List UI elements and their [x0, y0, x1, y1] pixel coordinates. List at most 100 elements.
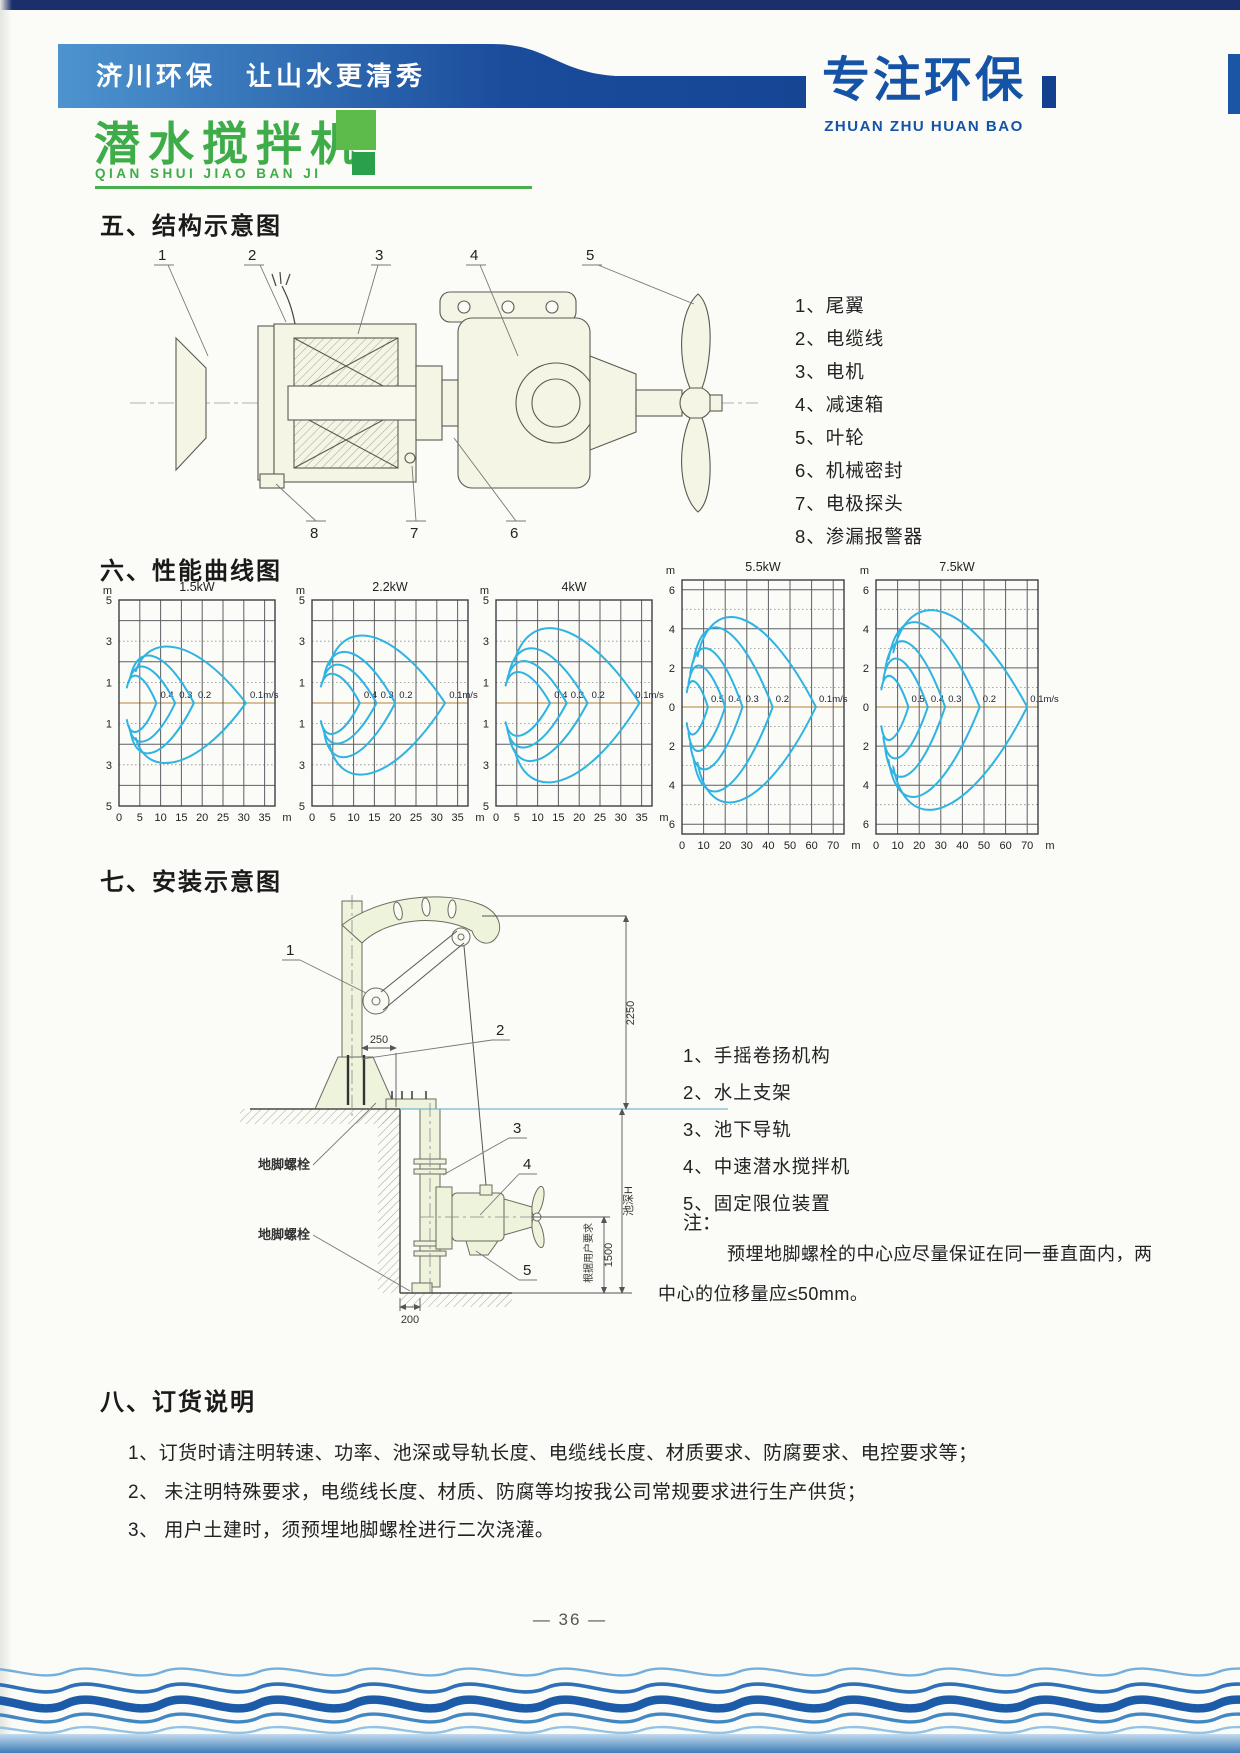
- svg-text:15: 15: [175, 812, 187, 824]
- svg-text:2: 2: [669, 741, 675, 753]
- svg-text:35: 35: [635, 812, 647, 824]
- svg-text:1: 1: [483, 677, 489, 689]
- svg-text:0.3: 0.3: [571, 690, 584, 701]
- ordering-item-3: 3、 用户土建时，须预埋地脚螺栓进行二次浇灌。: [128, 1520, 555, 1541]
- floor-hatch: [400, 1293, 512, 1307]
- section-ordering-heading: 八、订货说明: [100, 1389, 256, 1416]
- install-callout-leaders: [282, 959, 537, 1292]
- callout-leaders: [154, 264, 695, 522]
- svg-text:0.1m/s: 0.1m/s: [449, 690, 478, 701]
- tail-fin: [175, 336, 207, 472]
- svg-text:5: 5: [137, 812, 143, 824]
- dimension-lines: [361, 915, 632, 1311]
- ground-hatch: [240, 1109, 400, 1124]
- svg-text:2: 2: [669, 663, 675, 675]
- svg-text:4: 4: [863, 780, 869, 792]
- callout-2: 2: [248, 247, 256, 264]
- propeller-blade-bottom: [681, 417, 711, 513]
- svg-text:20: 20: [719, 840, 731, 852]
- svg-text:2: 2: [863, 663, 869, 675]
- svg-text:0.2: 0.2: [198, 690, 211, 701]
- plate-bolts: [391, 1091, 427, 1099]
- pool-outline: [250, 1108, 512, 1294]
- svg-text:70: 70: [1021, 840, 1033, 852]
- svg-text:0.4: 0.4: [931, 694, 944, 705]
- svg-text:1: 1: [483, 719, 489, 731]
- legend-item: 4、中速潜水搅拌机: [683, 1156, 851, 1177]
- svg-text:m: m: [296, 585, 305, 597]
- per-user-requirement-label: 根据用户要求: [582, 1223, 595, 1283]
- svg-text:0.1m/s: 0.1m/s: [250, 690, 279, 701]
- svg-text:1.5kW: 1.5kW: [179, 580, 215, 594]
- svg-text:20: 20: [913, 840, 925, 852]
- svg-text:40: 40: [762, 840, 774, 852]
- install-callout-3: 3: [513, 1120, 521, 1137]
- lift-hook: [479, 1184, 493, 1196]
- callout-4: 4: [470, 247, 478, 264]
- legend-item: 5、叶轮: [795, 427, 865, 448]
- mixer-slider: [435, 1186, 453, 1250]
- svg-text:1: 1: [299, 719, 305, 731]
- brand-pinyin: ZHUAN ZHU HUAN BAO: [824, 118, 1024, 135]
- svg-text:0: 0: [309, 812, 315, 824]
- title-green-square-large: [336, 110, 376, 150]
- svg-text:25: 25: [217, 812, 229, 824]
- electrode-probe: [404, 452, 416, 464]
- power-cable: [271, 271, 296, 325]
- page-number: — 36 —: [532, 1610, 608, 1629]
- svg-text:m: m: [480, 585, 489, 597]
- svg-text:5: 5: [330, 812, 336, 824]
- svg-text:15: 15: [552, 812, 564, 824]
- svg-text:m: m: [666, 565, 675, 577]
- svg-text:m: m: [282, 812, 291, 824]
- svg-text:2: 2: [863, 741, 869, 753]
- svg-text:m: m: [1045, 840, 1054, 852]
- anchor-bolts-graphic: [346, 1055, 366, 1105]
- svg-text:7.5kW: 7.5kW: [939, 560, 975, 574]
- svg-text:30: 30: [431, 812, 443, 824]
- dim-2250: 2250: [625, 1001, 637, 1025]
- wall-hatch: [378, 1109, 400, 1293]
- mixer-machine-drawing: [175, 291, 723, 513]
- legend-item: 7、电极探头: [795, 493, 904, 514]
- callout-3: 3: [375, 247, 383, 264]
- mechanical-seal: [415, 365, 443, 441]
- svg-text:4: 4: [669, 780, 675, 792]
- installation-diagram: 1 2 3 4 5 250 2250 池深H 1500 根据用户要求 200 地…: [240, 895, 728, 1326]
- brand-logo: 专注环保: [806, 40, 1042, 116]
- svg-text:m: m: [659, 812, 668, 824]
- svg-text:25: 25: [410, 812, 422, 824]
- legend-item: 2、电缆线: [795, 328, 885, 349]
- note-line-1: 预埋地脚螺栓的中心应尽量保证在同一垂直面内，两: [727, 1244, 1153, 1264]
- svg-text:5: 5: [483, 595, 489, 607]
- svg-text:0.1m/s: 0.1m/s: [635, 690, 664, 701]
- callout-6: 6: [510, 525, 518, 542]
- legend-item: 6、机械密封: [795, 460, 904, 481]
- svg-text:35: 35: [258, 812, 270, 824]
- installation-structure: [314, 896, 545, 1294]
- svg-text:20: 20: [573, 812, 585, 824]
- svg-text:0: 0: [873, 840, 879, 852]
- svg-text:1: 1: [299, 677, 305, 689]
- svg-text:60: 60: [999, 840, 1011, 852]
- svg-text:50: 50: [784, 840, 796, 852]
- svg-text:35: 35: [451, 812, 463, 824]
- svg-text:0.3: 0.3: [746, 694, 759, 705]
- dim-1500: 1500: [603, 1243, 615, 1267]
- svg-text:0.2: 0.2: [592, 690, 605, 701]
- svg-text:40: 40: [956, 840, 968, 852]
- svg-text:1: 1: [106, 677, 112, 689]
- rotor-shaft: [287, 385, 425, 421]
- legend-item: 3、电机: [795, 361, 865, 382]
- svg-text:0.5: 0.5: [912, 694, 925, 705]
- svg-text:3: 3: [299, 636, 305, 648]
- svg-text:30: 30: [615, 812, 627, 824]
- svg-text:5.5kW: 5.5kW: [745, 560, 781, 574]
- right-edge-blue-bar: [1228, 54, 1240, 114]
- legend-item: 4、减速箱: [795, 394, 885, 415]
- rail-top-plate: [385, 1098, 437, 1110]
- product-title: 潜水搅拌机: [94, 118, 364, 170]
